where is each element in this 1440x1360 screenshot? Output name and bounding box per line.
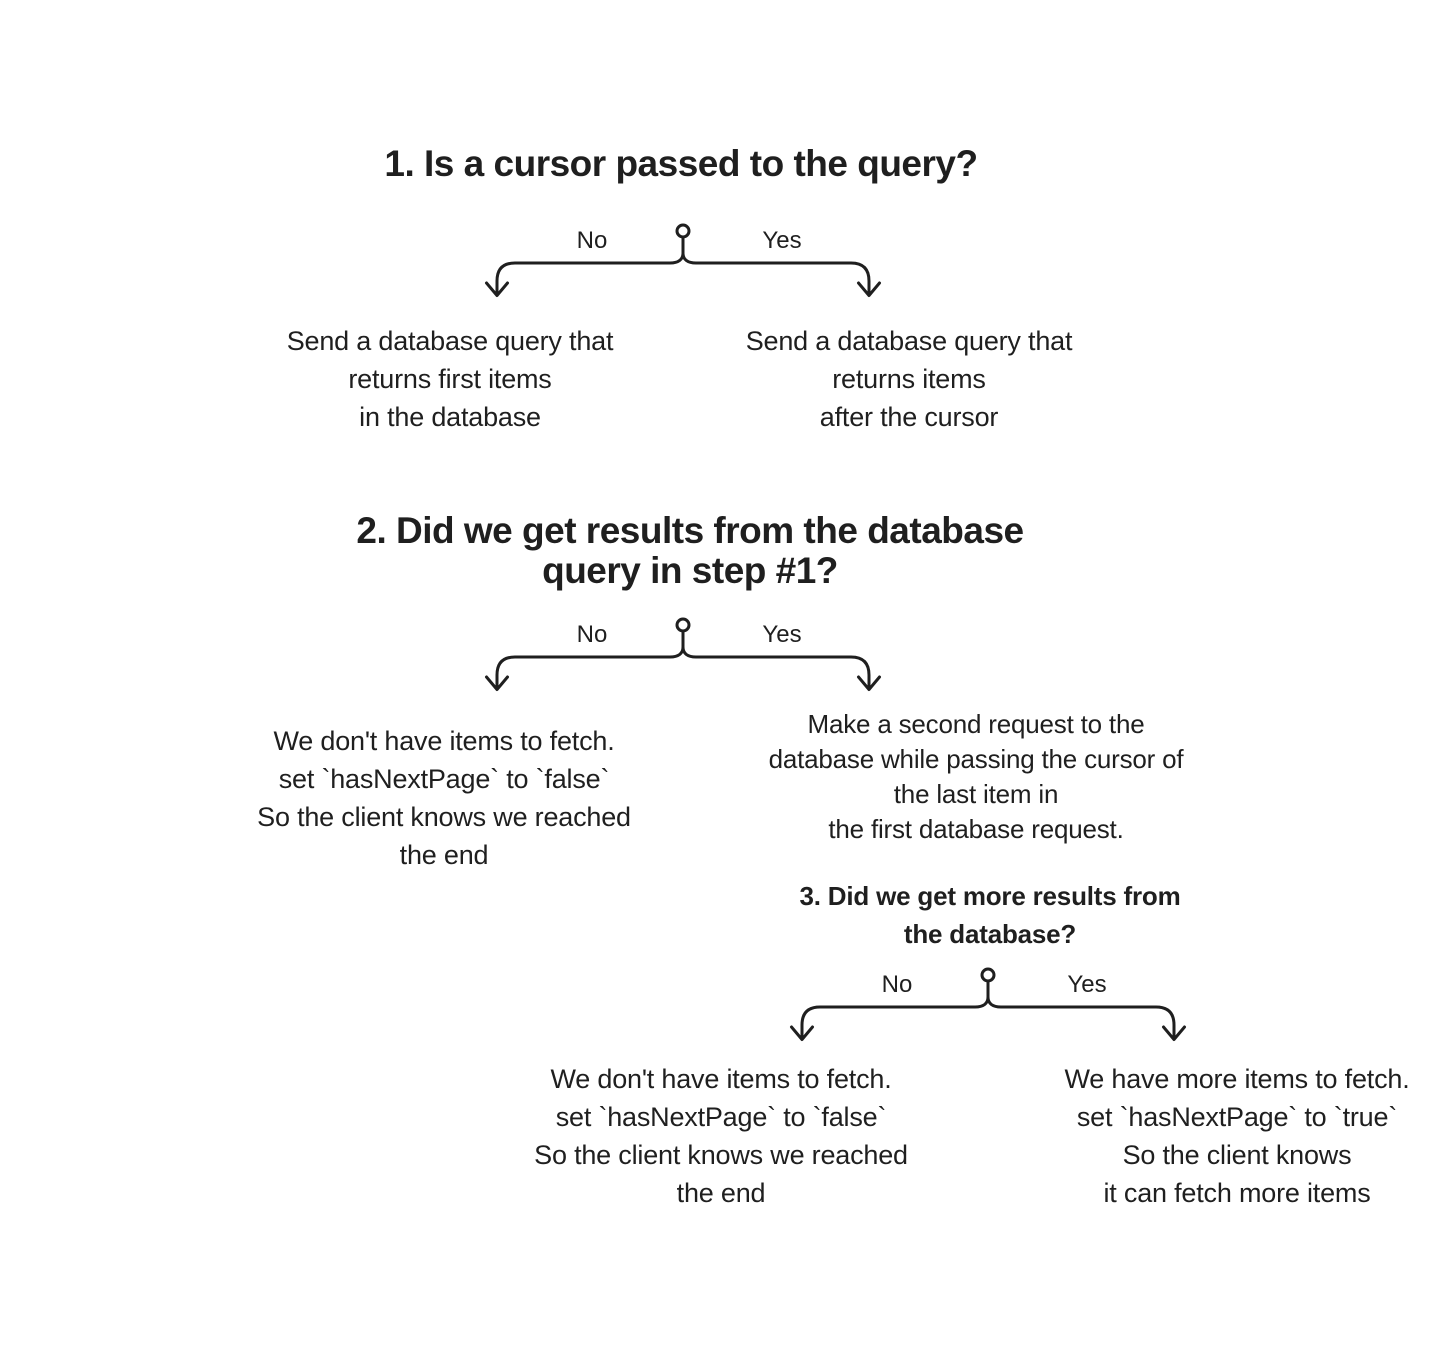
branch-no-label: No (576, 227, 608, 254)
text-line: set `hasNextPage` to `false` (278, 764, 610, 794)
branch-right-line (681, 645, 871, 690)
step3-question-title: 3. Did we get more results from the data… (765, 877, 1215, 953)
text-line: So the client knows we reached (534, 1140, 908, 1170)
branch-right-line (681, 251, 871, 296)
step1-branch-connector: No Yes (483, 222, 883, 306)
branch-origin-circle-icon (675, 223, 691, 239)
branch-yes-label: Yes (762, 227, 802, 254)
branch-arrows-graphic (485, 223, 881, 297)
title-line: the database? (903, 919, 1077, 949)
step2-branch-connector: No Yes (483, 616, 883, 700)
text-line: We don't have items to fetch. (550, 1064, 892, 1094)
text-line: after the cursor (819, 402, 999, 432)
text-line: returns first items (348, 364, 552, 394)
arrow-down-right-icon (1162, 1025, 1186, 1041)
branch-yes-label: Yes (762, 621, 802, 648)
text-line: the first database request. (828, 814, 1124, 844)
branch-left-line (495, 251, 685, 296)
text-line: set `hasNextPage` to `false` (555, 1102, 887, 1132)
text-line: Send a database query that (286, 326, 614, 356)
step2-no-outcome-text: We don't have items to fetch. set `hasNe… (219, 722, 669, 874)
branch-left-line (495, 645, 685, 690)
arrow-down-left-icon (790, 1025, 814, 1041)
text-line: set `hasNextPage` to `true` (1076, 1102, 1398, 1132)
arrow-down-right-icon (857, 675, 881, 691)
step3-no-outcome-text: We don't have items to fetch. set `hasNe… (496, 1060, 946, 1212)
step2-question-title: 2. Did we get results from the database … (340, 511, 1040, 591)
title-line: 1. Is a cursor passed to the query? (384, 143, 978, 184)
text-line: the end (676, 1178, 766, 1208)
title-line: query in step #1? (542, 550, 838, 591)
text-line: it can fetch more items (1103, 1178, 1371, 1208)
branch-left-line (800, 995, 990, 1040)
text-line: So the client knows we reached (257, 802, 631, 832)
text-line: We have more items to fetch. (1064, 1064, 1410, 1094)
text-line: in the database (359, 402, 541, 432)
title-line: 3. Did we get more results from (799, 881, 1181, 911)
text-line: the last item in (893, 779, 1059, 809)
title-line: 2. Did we get results from the database (356, 510, 1024, 551)
text-line: Send a database query that (745, 326, 1073, 356)
branch-no-label: No (576, 621, 608, 648)
branch-origin-circle-icon (675, 617, 691, 633)
step1-question-title: 1. Is a cursor passed to the query? (331, 144, 1031, 184)
branch-arrows-graphic (790, 967, 1186, 1041)
text-line: returns items (832, 364, 986, 394)
branch-no-label: No (881, 971, 913, 998)
step3-branch-connector: No Yes (788, 966, 1188, 1050)
text-line: We don't have items to fetch. (273, 726, 615, 756)
step3-yes-outcome-text: We have more items to fetch. set `hasNex… (1012, 1060, 1440, 1212)
arrow-down-right-icon (857, 281, 881, 297)
text-line: Make a second request to the (807, 709, 1145, 739)
arrow-down-left-icon (485, 675, 509, 691)
branch-right-line (986, 995, 1176, 1040)
step2-yes-outcome-text: Make a second request to the database wh… (726, 707, 1226, 847)
branch-origin-circle-icon (980, 967, 996, 983)
text-line: database while passing the cursor of (768, 744, 1184, 774)
arrow-down-left-icon (485, 281, 509, 297)
step1-yes-outcome-text: Send a database query that returns items… (709, 322, 1109, 436)
step1-no-outcome-text: Send a database query that returns first… (250, 322, 650, 436)
branch-arrows-graphic (485, 617, 881, 691)
text-line: the end (399, 840, 489, 870)
text-line: So the client knows (1122, 1140, 1352, 1170)
branch-yes-label: Yes (1067, 971, 1107, 998)
